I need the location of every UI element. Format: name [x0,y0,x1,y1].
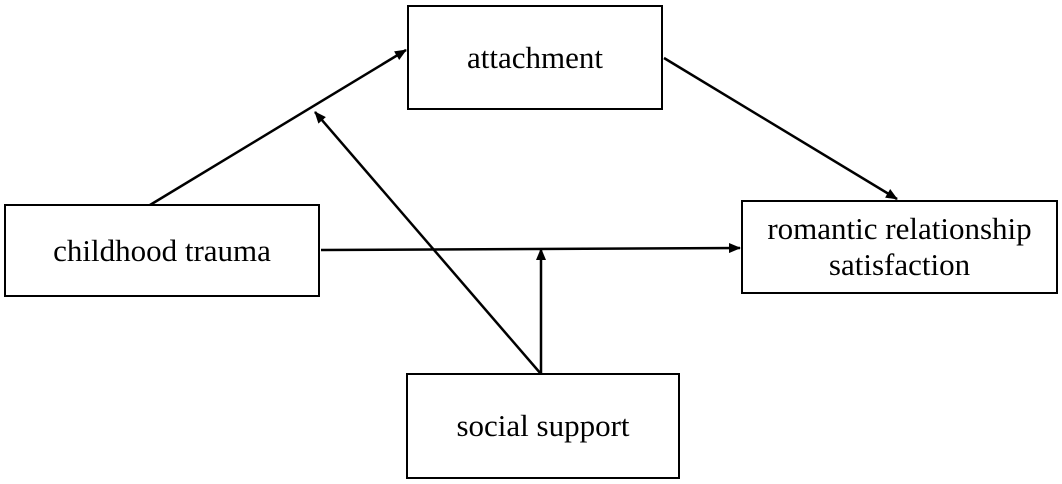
arrow-trauma-to-satisfaction [320,243,741,254]
childhood-trauma-box: childhood trauma [4,204,320,297]
attachment-label: attachment [467,39,603,75]
social-support-label: social support [456,408,630,443]
romantic-relationship-satisfaction-label: romantic relationship satisfaction [767,211,1032,282]
social-support-box: social support [406,373,680,479]
childhood-trauma-label: childhood trauma [53,232,271,268]
attachment-box: attachment [407,5,663,110]
arrow-attachment-to-satisfaction [663,56,898,201]
arrow-support-to-indirect-path [314,111,542,375]
romantic-relationship-satisfaction-box: romantic relationship satisfaction [741,200,1058,294]
arrow-trauma-to-attachment [149,48,407,207]
